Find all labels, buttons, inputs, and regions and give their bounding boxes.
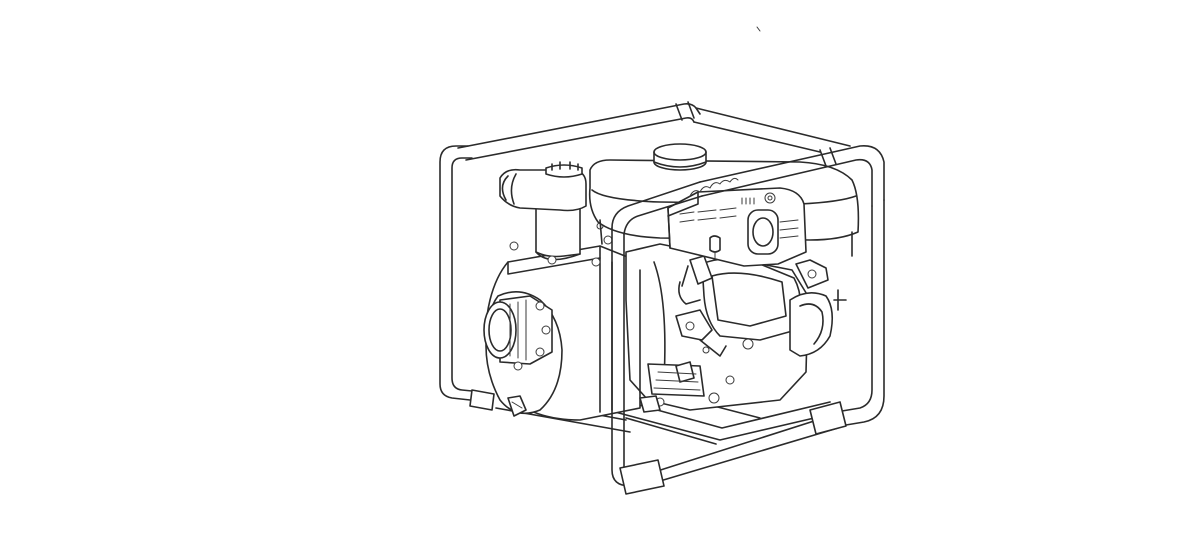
- engine-block: [625, 243, 847, 413]
- frame-back: [439, 101, 851, 433]
- stray-mark: [756, 26, 761, 32]
- suction-inlet-fitting: [483, 295, 553, 371]
- frame-front: [469, 145, 885, 495]
- recoil-starter: [667, 177, 807, 267]
